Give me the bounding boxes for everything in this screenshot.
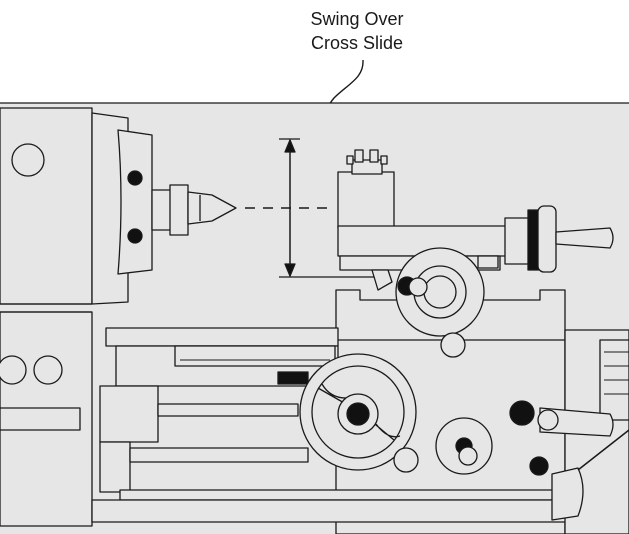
headstock-knob — [0, 355, 27, 385]
tool-post-bolt — [369, 149, 379, 163]
feed-rod — [119, 489, 571, 501]
spindle-shaft-2 — [169, 184, 189, 236]
headstock-knob — [33, 355, 63, 385]
chuck-jaw-dot — [127, 170, 143, 186]
arrow-up — [284, 139, 296, 153]
arrow-down — [284, 263, 296, 277]
leadscrew — [157, 403, 299, 417]
control-knob — [529, 456, 549, 476]
leadscrew-housing — [99, 385, 159, 443]
headstock-upper — [0, 107, 93, 305]
bed-base — [91, 499, 629, 523]
half-nut-lever — [551, 467, 584, 521]
callout-line-1: Swing Over — [310, 9, 404, 29]
callout-label: Swing Over Cross Slide — [262, 7, 452, 55]
rack — [174, 345, 336, 367]
handwheel-knob — [440, 332, 466, 358]
tool-post-block — [337, 171, 395, 229]
handwheel-knob — [393, 447, 419, 473]
saddle — [335, 289, 566, 534]
chuck-jaw-dot — [127, 228, 143, 244]
compound-dial-ring — [537, 205, 557, 273]
rack-dark — [277, 371, 309, 385]
headstock-slot — [0, 407, 81, 431]
tool-post-bolt — [380, 155, 388, 165]
cross-slide-base — [477, 255, 499, 269]
tool-post-bolt — [354, 149, 364, 163]
bed-way-upper — [105, 327, 339, 347]
feed-lever — [539, 407, 614, 437]
tool-post-bolt — [346, 155, 354, 165]
tool-post-top — [351, 159, 383, 175]
handwheel-hub — [346, 402, 370, 426]
headstock-knob — [11, 143, 45, 177]
chuck-face — [117, 129, 153, 275]
dovetail — [371, 269, 393, 291]
compound-handle — [555, 227, 614, 249]
callout-line-2: Cross Slide — [310, 33, 404, 53]
spindle-shaft — [151, 189, 173, 231]
control-knob — [509, 400, 535, 426]
